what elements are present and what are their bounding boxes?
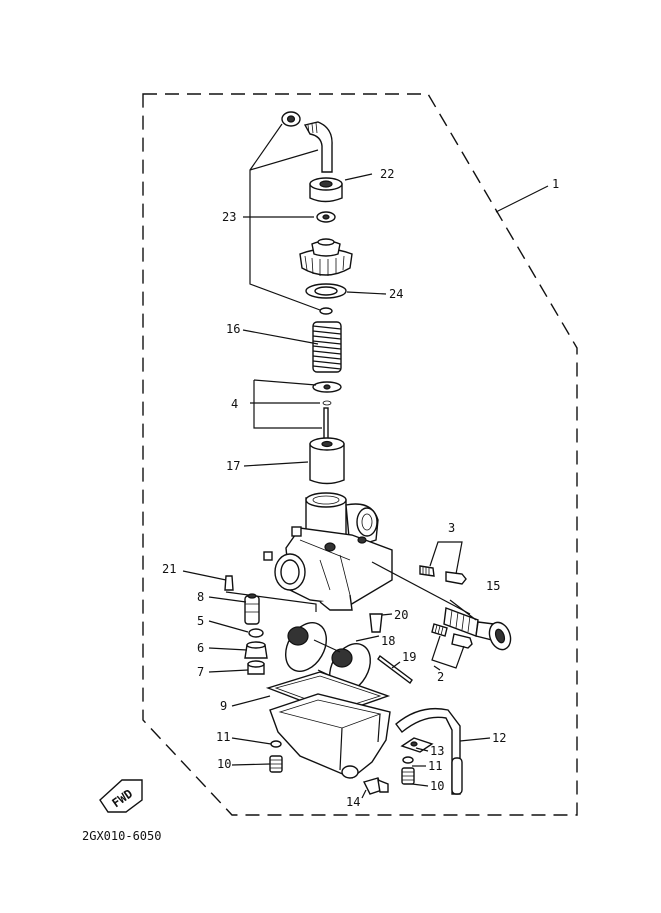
part-11-washer-left [270, 740, 282, 748]
part-17-throttle-valve [309, 437, 345, 485]
part-19-pin [377, 654, 413, 685]
label-23: 23 [222, 210, 236, 224]
part-14-drain-screw [362, 777, 389, 795]
part-24-gasket [305, 283, 347, 299]
label-4: 4 [231, 397, 238, 411]
label-12: 12 [492, 731, 506, 745]
mixing-chamber-top [299, 238, 353, 276]
label-11-right: 11 [428, 759, 442, 773]
label-24: 24 [389, 287, 403, 301]
part-22-cap [309, 177, 343, 203]
label-5: 5 [197, 614, 204, 628]
group-bracket-2 [431, 635, 465, 669]
label-10-left: 10 [217, 757, 231, 771]
fwd-arrow-icon: FWD [99, 779, 143, 813]
label-19: 19 [402, 650, 416, 664]
part-4-needle-set [312, 381, 342, 445]
label-7: 7 [197, 665, 204, 679]
part-23-washer [316, 211, 336, 223]
group-bracket-top [249, 123, 321, 311]
label-6: 6 [197, 641, 204, 655]
group-bracket-needle [250, 379, 322, 429]
label-18: 18 [381, 634, 395, 648]
label-9: 9 [220, 699, 227, 713]
leader-lines [182, 173, 549, 799]
leader-body-15 [371, 561, 471, 615]
part-10-screw-right [401, 767, 415, 785]
part-8-needle-jet [244, 593, 260, 625]
cable-adjuster-elbow [303, 121, 333, 173]
part-6-holder [244, 641, 268, 659]
part-7-main-jet [247, 660, 265, 675]
part-13-clamp [400, 737, 434, 753]
part-2-screw-set [431, 623, 473, 649]
part-11-washer-right [402, 756, 414, 764]
label-2: 2 [437, 670, 444, 684]
label-20: 20 [394, 608, 408, 622]
part-5-o-ring [248, 628, 264, 638]
part-20-clip [369, 613, 383, 633]
label-1: 1 [552, 177, 559, 191]
part-15-starter-plunger [443, 607, 512, 651]
label-13: 13 [430, 744, 444, 758]
clip-ring [319, 307, 333, 315]
label-15: 15 [486, 579, 500, 593]
carburetor-body [225, 492, 393, 612]
part-3-screw-set [419, 565, 467, 585]
label-17: 17 [226, 459, 240, 473]
label-22: 22 [380, 167, 394, 181]
label-21: 21 [162, 562, 176, 576]
label-16: 16 [226, 322, 240, 336]
cable-nut [281, 111, 301, 127]
part-16-spring [312, 321, 342, 373]
part-18-float [285, 622, 371, 693]
label-10-right: 10 [430, 779, 444, 793]
label-11-left: 11 [216, 730, 230, 744]
group-bracket-3 [429, 541, 463, 575]
assembly-boundary [142, 93, 578, 816]
diagram-code: 2GX010-6050 [82, 829, 161, 843]
label-14: 14 [346, 795, 360, 809]
part-10-screw-left [269, 755, 283, 773]
part-21-jet [224, 575, 234, 591]
float-chamber [269, 693, 391, 779]
label-8: 8 [197, 590, 204, 604]
label-3: 3 [448, 521, 455, 535]
